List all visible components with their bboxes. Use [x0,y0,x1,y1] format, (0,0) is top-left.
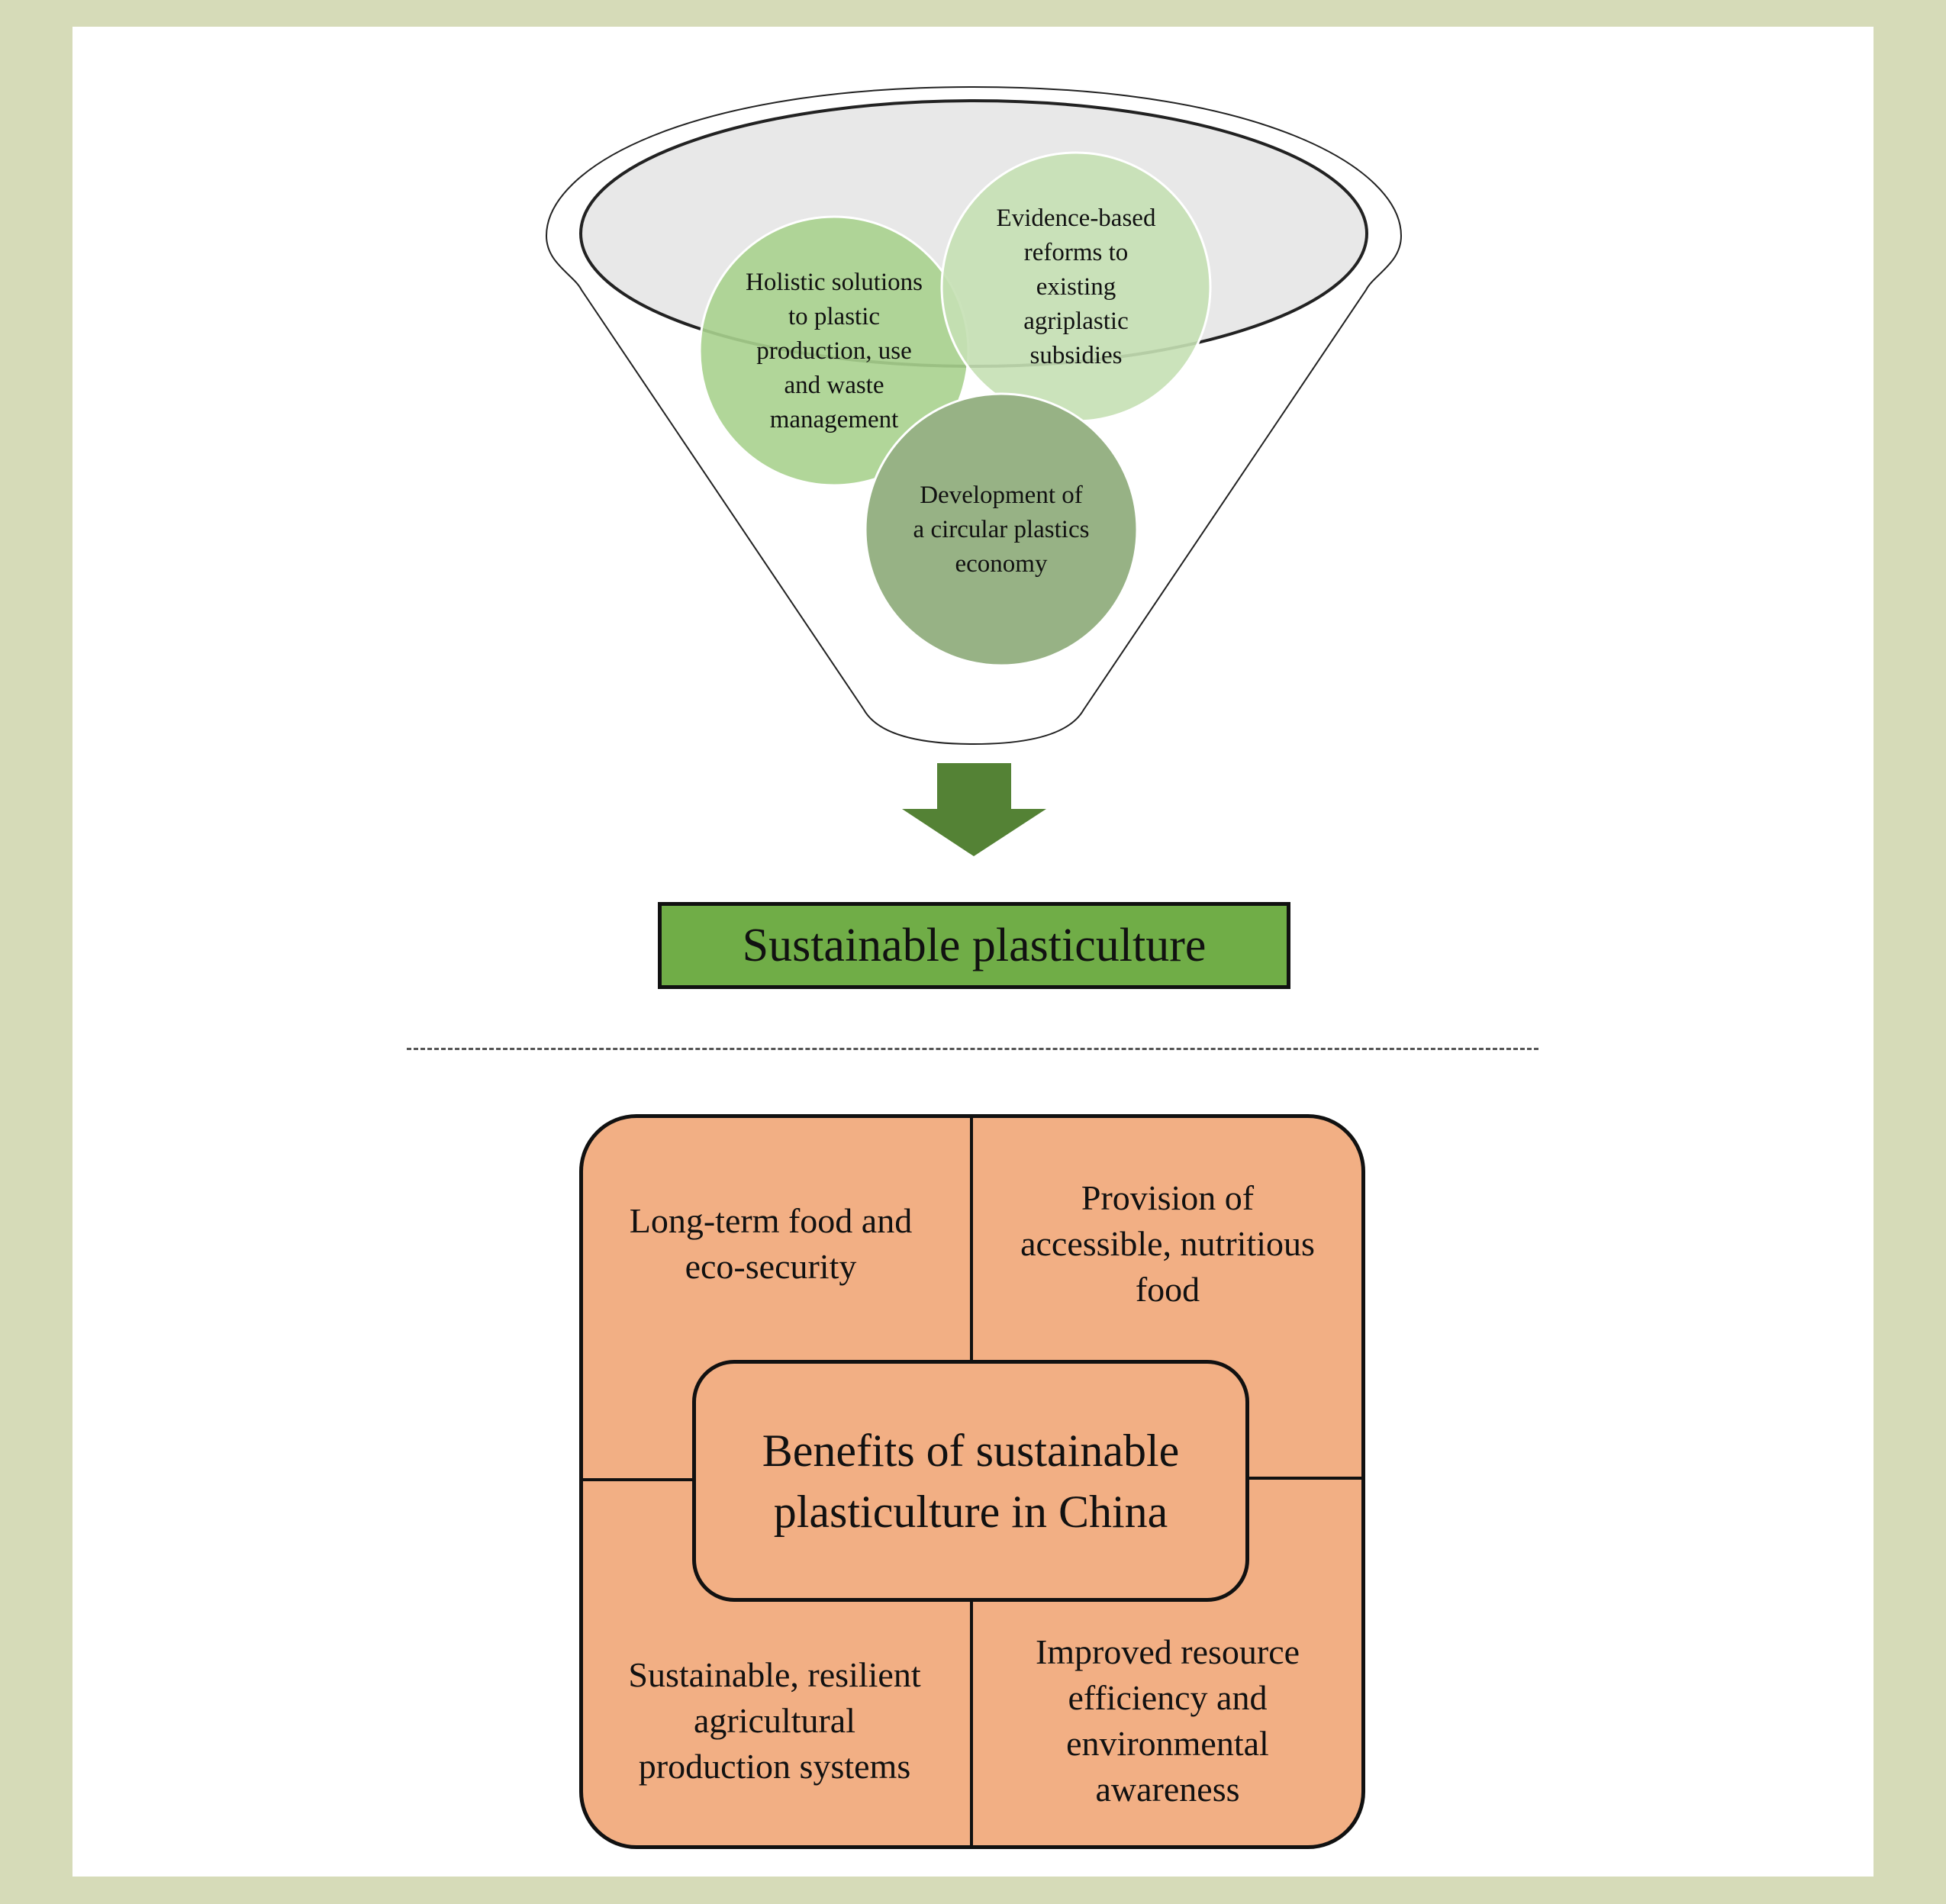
down-arrow-icon [902,763,1046,856]
circle-circular [864,392,1139,667]
benefits-divider-left [583,1478,693,1481]
outcome-label: Sustainable plasticulture [742,919,1207,971]
benefits-divider-bottom [970,1601,973,1845]
section-divider [407,1048,1538,1050]
benefits-divider-right [1248,1477,1361,1480]
circle-evidence-label: Evidence-based reforms to existing agrip… [996,204,1156,369]
benefits-divider-top [970,1118,973,1361]
circle-circular-label: Development of a circular plastics econo… [913,481,1090,578]
outcome-box: Sustainable plasticulture [658,902,1290,989]
benefit-top-left: Long-term food and eco-security [629,1201,913,1286]
circle-holistic-label: Holistic solutions to plastic production… [746,268,923,433]
benefits-center-box: Benefits of sustainable plasticulture in… [692,1360,1249,1602]
benefit-top-right: Provision of accessible, nutritious food [1020,1178,1315,1309]
benefit-bottom-left: Sustainable, resilient agricultural prod… [628,1655,921,1786]
benefit-bottom-right: Improved resource efficiency and environ… [1035,1632,1300,1809]
